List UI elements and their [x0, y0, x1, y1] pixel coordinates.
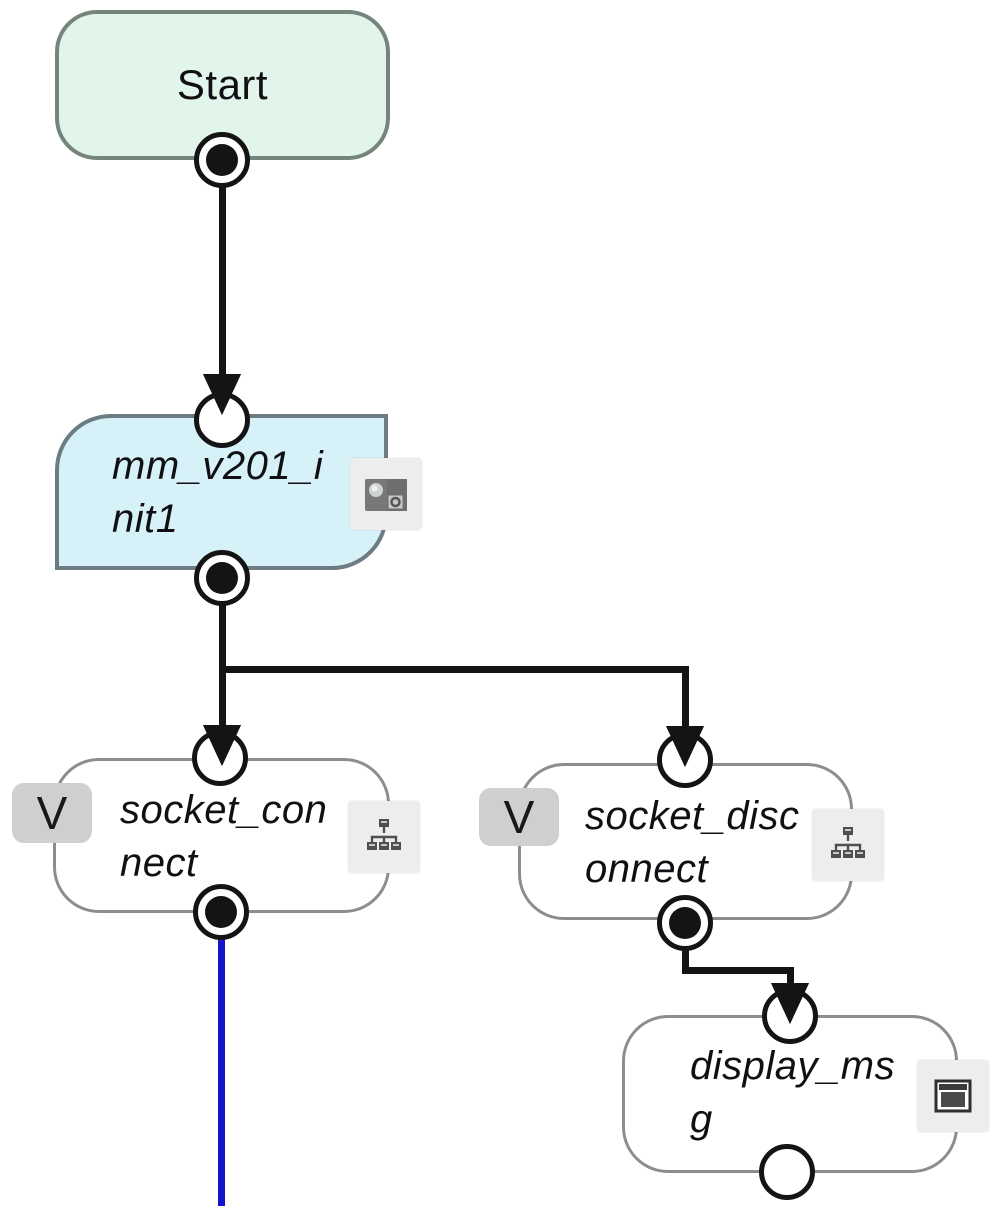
node-start-label: Start: [176, 61, 269, 108]
edge-socket-connect-selected[interactable]: [218, 918, 225, 1206]
node-socket-disconnect-badge: V: [479, 788, 559, 846]
socket-connect-output-port[interactable]: [193, 884, 249, 940]
edge-disconnect-display-h[interactable]: [682, 967, 794, 974]
init-output-port[interactable]: [194, 550, 250, 606]
arrowhead-into-init-icon: [203, 374, 241, 415]
vision-init-icon: [350, 458, 422, 530]
edge-disconnect-display-v1[interactable]: [682, 948, 689, 974]
socket-disconnect-output-port[interactable]: [657, 895, 713, 951]
display-msg-output-port[interactable]: [759, 1144, 815, 1200]
start-output-port[interactable]: [194, 132, 250, 188]
node-socket-disconnect-label: socket_disc onnect: [585, 794, 800, 891]
subprogram-tree-icon: [812, 809, 884, 881]
node-mm-v201-init1-label: mm_v201_i nit1: [112, 444, 324, 541]
arrowhead-into-socket-disconnect-icon: [666, 726, 704, 767]
edge-init-socket-disconnect-h[interactable]: [219, 666, 689, 673]
display-window-icon: [917, 1060, 989, 1132]
node-display-msg-label: display_ms g: [690, 1044, 896, 1141]
node-socket-connect-badge: V: [12, 783, 92, 843]
node-socket-connect-label: socket_con nect: [120, 788, 328, 885]
subprogram-tree-icon: [348, 801, 420, 873]
edge-disconnect-display-v2[interactable]: [787, 967, 794, 989]
edge-start-init[interactable]: [219, 185, 226, 377]
arrowhead-into-display-msg-icon: [771, 983, 809, 1024]
edge-init-socket-disconnect-v[interactable]: [682, 666, 689, 732]
arrowhead-into-socket-connect-icon: [203, 725, 241, 766]
